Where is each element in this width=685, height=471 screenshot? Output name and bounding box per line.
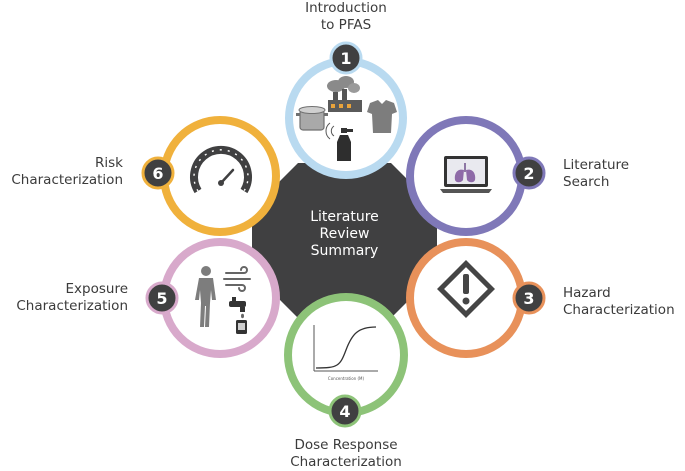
step-5-number: 5 bbox=[156, 289, 167, 308]
step-2-number: 2 bbox=[523, 164, 534, 183]
faucet-icon bbox=[229, 297, 246, 319]
step-6-number: 6 bbox=[152, 164, 163, 183]
center-label: Literature Review Summary bbox=[282, 209, 407, 260]
food-can-icon bbox=[236, 320, 247, 334]
step-1-label-line-2: to PFAS bbox=[320, 17, 372, 33]
center-octagon bbox=[252, 163, 437, 318]
step-4-badge bbox=[328, 394, 362, 428]
step-1-number: 1 bbox=[340, 49, 351, 68]
step-6-node: 6 bbox=[141, 116, 280, 236]
wind-icon bbox=[223, 266, 251, 292]
step-2-label-line-2: Search bbox=[563, 174, 610, 190]
gauge-icon bbox=[190, 145, 252, 194]
step-5-label-line-2: Characterization bbox=[16, 298, 128, 314]
step-5-label: Exposure Characterization bbox=[16, 281, 128, 315]
step-5-badge bbox=[145, 281, 179, 315]
step-4-label-line-2: Characterization bbox=[290, 454, 402, 470]
center-label-line-2: Review bbox=[319, 226, 370, 242]
factory-icon bbox=[327, 76, 362, 112]
step-6-ring bbox=[160, 116, 280, 236]
step-4-label: Dose Response Characterization bbox=[272, 437, 420, 471]
hazard-warning-icon bbox=[437, 260, 495, 318]
center-label-line-1: Literature bbox=[310, 209, 379, 225]
step-6-badge bbox=[141, 156, 175, 190]
step-4-node: Concentration (M) 4 bbox=[284, 293, 408, 428]
step-4-number: 4 bbox=[339, 402, 350, 421]
step-4-label-line-1: Dose Response bbox=[294, 437, 398, 453]
step-2-label: Literature Search bbox=[563, 157, 629, 191]
step-3-node: 3 bbox=[406, 238, 546, 358]
step-5-node: 5 bbox=[145, 238, 280, 358]
center-label-line-3: Summary bbox=[310, 243, 379, 259]
step-1-node: 1 bbox=[285, 41, 407, 179]
pot-icon bbox=[296, 106, 328, 131]
tshirt-icon bbox=[367, 100, 397, 133]
step-1-label: Introduction to PFAS bbox=[286, 0, 406, 34]
step-2-label-line-1: Literature bbox=[563, 157, 630, 173]
step-6-label-line-2: Characterization bbox=[11, 172, 123, 188]
laptop-lungs-icon bbox=[440, 156, 492, 193]
step-3-label: Hazard Characterization bbox=[563, 285, 675, 319]
dose-curve-xlabel: Concentration (M) bbox=[328, 376, 365, 381]
step-1-label-line-1: Introduction bbox=[305, 0, 387, 16]
step-5-ring bbox=[160, 238, 280, 358]
step-3-badge bbox=[512, 281, 546, 315]
step-6-label: Risk Characterization bbox=[11, 155, 123, 189]
step-3-number: 3 bbox=[523, 289, 534, 308]
step-3-label-line-1: Hazard bbox=[563, 285, 611, 301]
step-3-label-line-2: Characterization bbox=[563, 302, 675, 318]
step-5-label-line-1: Exposure bbox=[65, 281, 129, 297]
spray-bottle-icon bbox=[325, 122, 353, 161]
step-2-badge bbox=[512, 156, 546, 190]
step-1-badge bbox=[329, 41, 363, 75]
dose-response-curve-icon: Concentration (M) bbox=[313, 325, 378, 381]
step-2-node: 2 bbox=[406, 116, 546, 236]
human-body-icon bbox=[195, 266, 216, 327]
step-6-label-line-1: Risk bbox=[95, 155, 123, 171]
